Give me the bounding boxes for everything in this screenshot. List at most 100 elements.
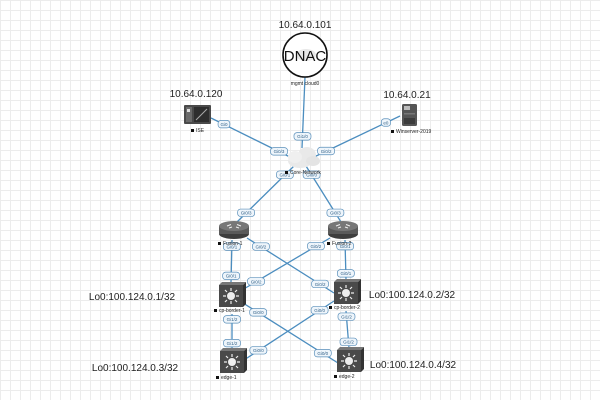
edge1-loopback-label: Lo0:100.124.0.3/32 — [92, 363, 179, 374]
svg-text:Gi0/2: Gi0/2 — [251, 279, 262, 284]
node-winserver[interactable]: 10.64.0.21 Winserver-2019 — [383, 90, 431, 135]
node-ise[interactable]: 10.64.0.120 ISE — [170, 89, 223, 134]
interface-label-edge1: Gi0/0 — [249, 346, 268, 355]
core-label: Core-Network — [290, 170, 321, 176]
interface-label-cpborder1: Gi1/2 — [223, 315, 241, 324]
interface-labels-layer: Gi1/0Gi0Gi0/3e0Gi0/2Gi0/1Gi0/3Gi0/0Gi0/3… — [217, 118, 391, 358]
interface-label-fusion1: Gi0/2 — [252, 242, 270, 251]
winserver-status-square — [391, 130, 394, 133]
node-dnac[interactable]: 10.64.0.101 DNAC mgmt cloud0 — [279, 20, 332, 87]
interface-label-fusion2: Gi0/1 — [336, 242, 355, 251]
svg-text:Gi1/2: Gi1/2 — [227, 317, 238, 322]
svg-text:Gi1/2: Gi1/2 — [343, 340, 354, 345]
edge2-label: edge-2 — [339, 374, 355, 380]
edge1-label: edge-1 — [221, 375, 237, 381]
l3-switch-icon — [220, 348, 247, 373]
svg-text:Gi0: Gi0 — [220, 122, 228, 127]
node-cpborder2[interactable]: cp-border-2 — [329, 279, 361, 311]
interface-label-cpborder2: Gi1/2 — [337, 312, 356, 321]
dnac-title: DNAC — [284, 48, 327, 65]
cpborder1-status-square — [214, 309, 217, 312]
svg-text:Gi0/3: Gi0/3 — [241, 211, 252, 216]
cpborder1-label: cp-border-1 — [219, 308, 245, 314]
cpborder2-status-square — [329, 306, 332, 309]
svg-text:Gi1/2: Gi1/2 — [341, 315, 352, 320]
svg-text:Gi0/1: Gi0/1 — [226, 274, 237, 279]
svg-text:Gi0/0: Gi0/0 — [253, 348, 264, 353]
core-status-square — [285, 171, 288, 174]
node-edge2[interactable]: edge-2 — [334, 347, 364, 380]
svg-text:Gi0/2: Gi0/2 — [256, 244, 267, 249]
l3-switch-icon — [219, 282, 246, 307]
fusion1-status-square — [218, 242, 221, 245]
interface-label-ise: Gi0 — [217, 120, 231, 129]
svg-text:Gi0/1: Gi0/1 — [279, 173, 290, 178]
interface-label-fusion1: Gi0/3 — [237, 208, 255, 217]
interface-label-core: Gi1/0 — [293, 132, 312, 141]
svg-text:e0: e0 — [383, 120, 389, 125]
svg-text:Gi0/2: Gi0/2 — [321, 149, 332, 154]
switches-layer: cp-border-1 cp-border-2 edge-1 edge-2 — [214, 279, 364, 381]
interface-label-fusion1: Gi0/1 — [222, 242, 241, 251]
interface-label-cpborder2: Gi0/0 — [310, 306, 329, 315]
interface-label-cpborder1: Gi0/1 — [222, 271, 241, 280]
fusion2-label: Fusion-2 — [332, 241, 352, 247]
cpborder2-label: cp-border-2 — [334, 305, 360, 311]
winserver-ip-label: 10.64.0.21 — [383, 90, 431, 101]
node-core-network[interactable]: Core-Network — [285, 147, 321, 176]
svg-text:Gi0/1: Gi0/1 — [226, 244, 237, 249]
svg-text:Gi0/1: Gi0/1 — [340, 244, 351, 249]
edge2-loopback-label: Lo0:100.124.0.4/32 — [370, 360, 457, 371]
svg-text:Gi0/0: Gi0/0 — [317, 351, 328, 356]
ise-status-square — [191, 129, 194, 132]
server-tower-icon — [402, 104, 417, 126]
svg-text:Gi0/0: Gi0/0 — [314, 308, 325, 313]
interface-label-core: Gi0/0 — [302, 170, 321, 179]
cloud-icon — [288, 147, 320, 168]
interface-label-core: Gi0/3 — [270, 147, 288, 156]
node-cpborder1[interactable]: cp-border-1 — [214, 282, 246, 314]
node-fusion-1[interactable]: Fusion-1 — [218, 221, 249, 247]
node-edge1[interactable]: edge-1 — [216, 348, 247, 381]
interface-label-fusion2: Gi0/3 — [326, 208, 345, 217]
dnac-circle-icon — [282, 32, 328, 78]
interface-label-fusion2: Gi0/2 — [307, 241, 325, 251]
appliance-icon — [184, 105, 211, 124]
ise-ip-label: 10.64.0.120 — [170, 89, 223, 100]
dnac-label: mgmt cloud0 — [291, 81, 320, 87]
svg-text:Gi0/2: Gi0/2 — [315, 282, 326, 287]
edge2-status-square — [334, 375, 337, 378]
ise-label: ISE — [196, 128, 205, 134]
l3-switch-icon — [334, 279, 361, 304]
l3-switch-icon — [337, 347, 364, 372]
fusion1-label: Fusion-1 — [223, 241, 243, 247]
interface-label-edge2: Gi0/0 — [313, 349, 332, 358]
node-fusion-2[interactable]: Fusion-2 — [327, 221, 358, 247]
svg-text:Gi0/2: Gi0/2 — [311, 244, 322, 249]
winserver-label: Winserver-2019 — [396, 129, 432, 135]
router-icon — [328, 221, 358, 239]
cpborder2-loopback-label: Lo0:100.124.0.2/32 — [369, 290, 456, 301]
svg-text:Gi0/1: Gi0/1 — [340, 271, 351, 276]
fusion2-status-square — [327, 242, 330, 245]
svg-text:Gi0/3: Gi0/3 — [274, 149, 285, 154]
svg-text:Gi1/0: Gi1/0 — [297, 134, 308, 139]
interface-label-edge1: Gi1/2 — [223, 339, 241, 348]
interface-label-cpborder1: Gi0/0 — [249, 308, 268, 317]
svg-text:Gi1/2: Gi1/2 — [227, 341, 238, 346]
interface-label-winserver: e0 — [380, 118, 391, 127]
interface-label-core: Gi0/1 — [276, 170, 294, 179]
interface-label-cpborder2: Gi0/1 — [336, 269, 355, 278]
svg-text:Gi0/3: Gi0/3 — [330, 211, 341, 216]
svg-text:Gi0/0: Gi0/0 — [306, 173, 317, 178]
cpborder1-loopback-label: Lo0:100.124.0.1/32 — [89, 292, 176, 303]
edge1-status-square — [216, 376, 219, 379]
router-icon — [219, 221, 249, 239]
interface-label-cpborder1: Gi0/2 — [247, 277, 265, 286]
interface-label-core: Gi0/2 — [317, 146, 335, 156]
interface-label-edge2: Gi1/2 — [339, 337, 358, 346]
interface-label-cpborder2: Gi0/2 — [311, 279, 329, 289]
svg-text:Gi0/0: Gi0/0 — [253, 310, 264, 315]
dnac-ip-label: 10.64.0.101 — [279, 20, 332, 31]
